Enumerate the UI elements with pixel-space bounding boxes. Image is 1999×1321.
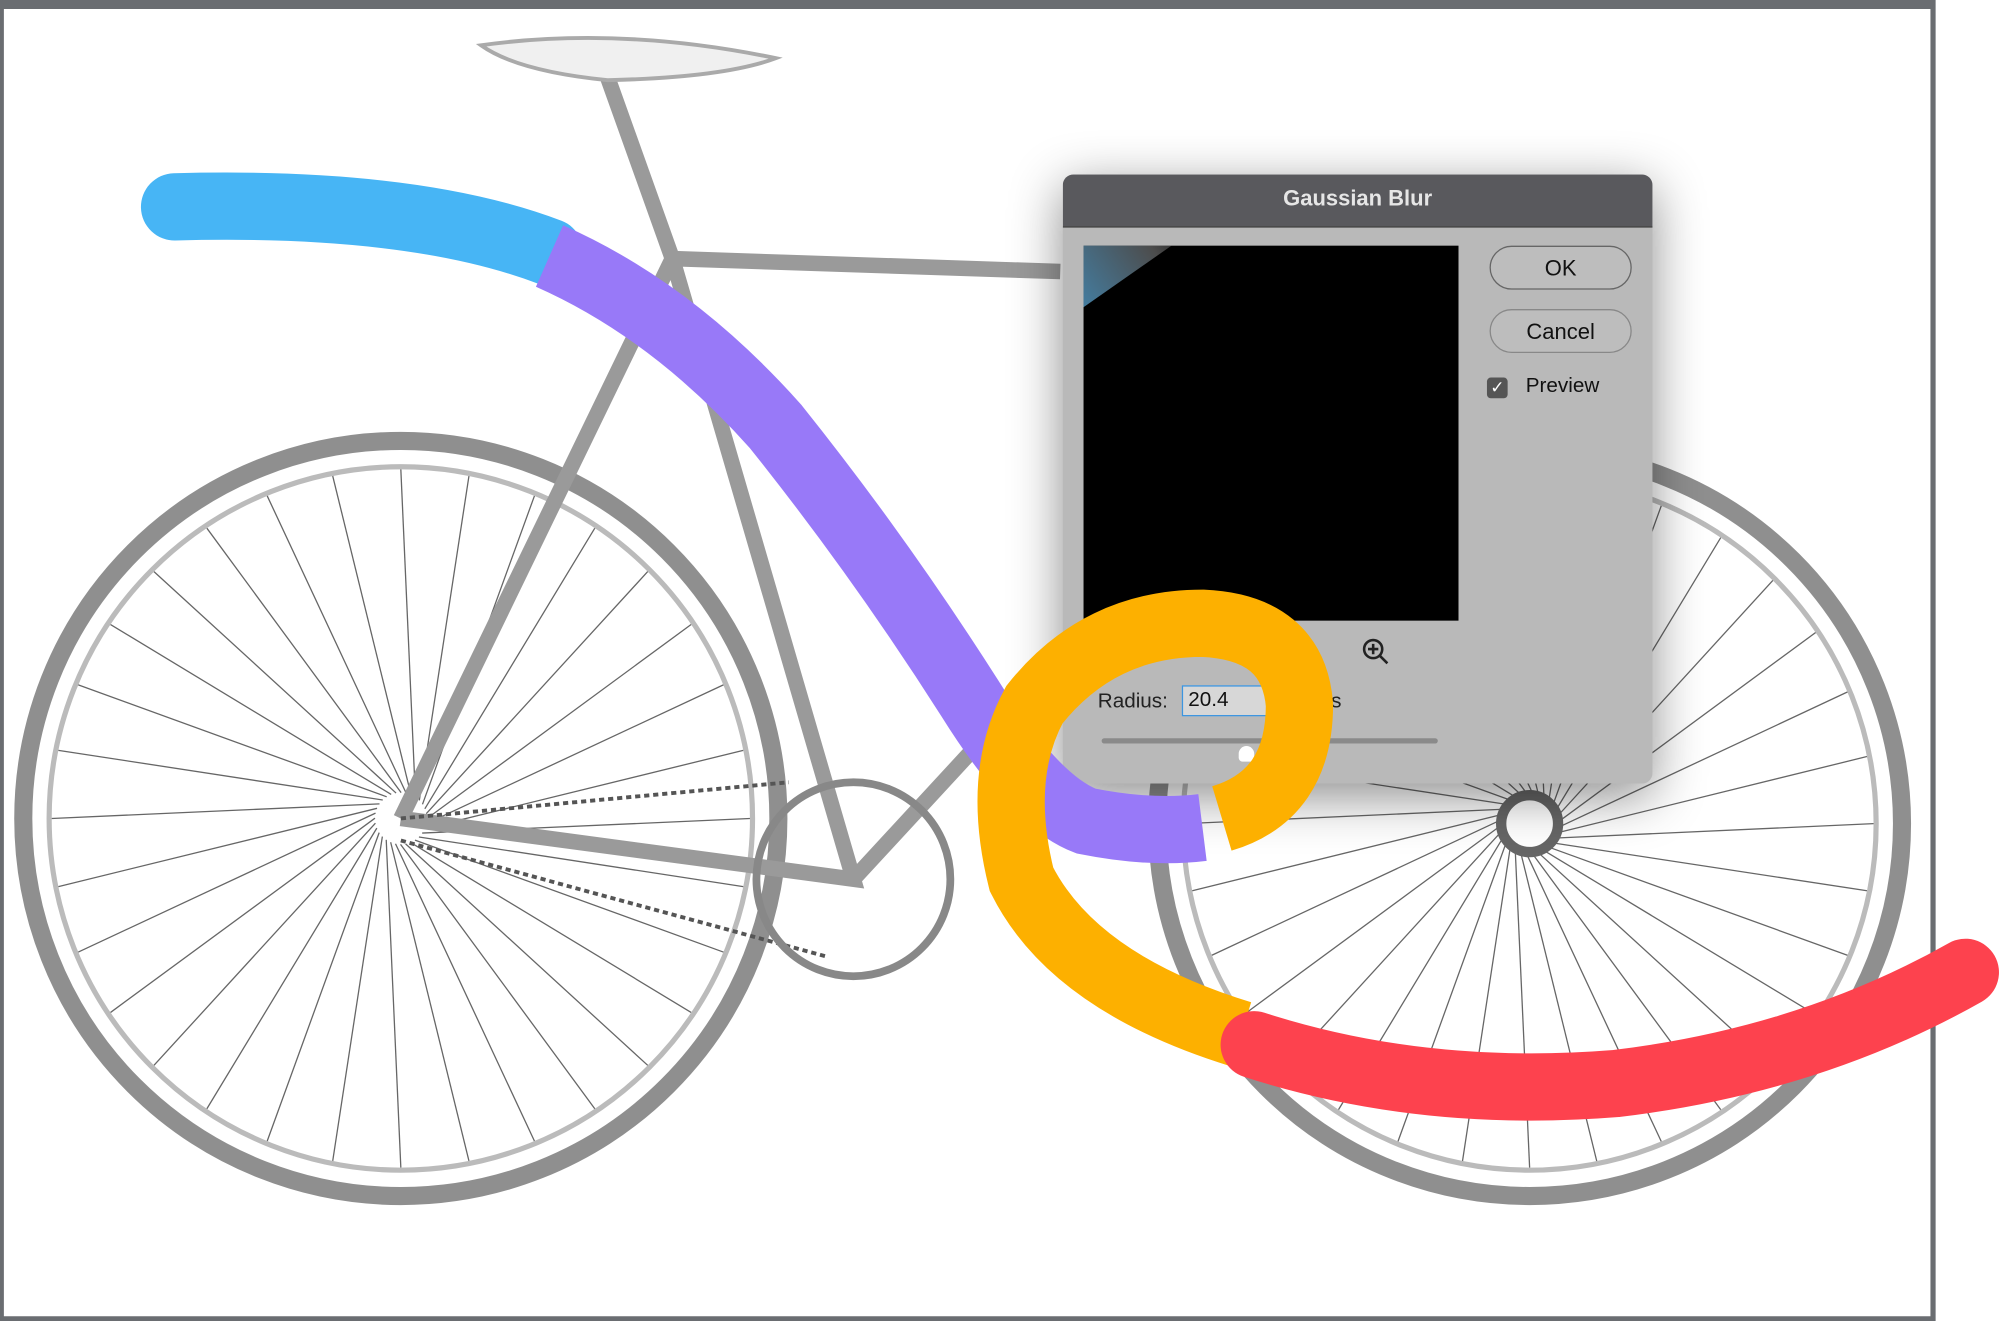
dialog-title[interactable]: Gaussian Blur: [1062, 174, 1653, 228]
spoke: [58, 807, 378, 888]
spoke: [405, 843, 649, 1066]
radius-slider-thumb[interactable]: [1238, 746, 1255, 762]
purple-stroke: [535, 225, 1207, 864]
radius-label: Radius:: [1097, 690, 1168, 713]
spoke: [153, 822, 376, 1066]
spoke: [400, 843, 596, 1110]
zoom-in-icon[interactable]: [1360, 636, 1391, 667]
spoke: [1285, 827, 1505, 1068]
spoke: [332, 475, 412, 795]
spoke: [1243, 822, 1505, 1016]
cancel-button[interactable]: Cancel: [1489, 309, 1632, 353]
spoke: [394, 843, 536, 1142]
spoke: [78, 812, 376, 953]
spoke: [425, 571, 649, 815]
spoke: [110, 623, 392, 796]
spoke: [426, 623, 692, 820]
spoke: [1192, 812, 1506, 892]
spoke: [385, 839, 402, 1168]
spoke: [424, 749, 744, 830]
spoke: [206, 827, 378, 1110]
spoke: [1550, 822, 1874, 839]
spoke: [266, 832, 380, 1142]
ok-button[interactable]: OK: [1489, 245, 1632, 290]
spoke: [410, 841, 692, 1013]
spoke: [1547, 841, 1868, 892]
orange-stroke: [977, 589, 1334, 1067]
spoke: [418, 836, 744, 888]
spoke: [1538, 847, 1816, 1016]
chainring: [752, 778, 955, 981]
spoke: [1543, 844, 1848, 956]
preview-area[interactable]: [1083, 245, 1459, 621]
spoke: [51, 803, 380, 820]
red-stroke: [1220, 938, 1999, 1121]
spoke: [390, 842, 470, 1162]
preview-checkbox[interactable]: ✓: [1486, 377, 1508, 399]
gaussian-blur-dialog: Gaussian Blur OK Cancel ✓ Preview Radius…: [1062, 174, 1653, 784]
spoke: [1211, 817, 1505, 956]
spoke: [266, 495, 407, 794]
spoke: [153, 571, 397, 794]
spoke: [1555, 632, 1816, 825]
blue-stroke: [140, 172, 584, 286]
saddle: [475, 36, 783, 83]
spoke: [332, 836, 383, 1161]
preview-label: Preview: [1525, 374, 1600, 397]
spoke: [206, 527, 402, 793]
rear-rim: [46, 464, 756, 1173]
spoke: [400, 469, 417, 798]
spoke: [1554, 691, 1848, 830]
spoke: [58, 749, 383, 801]
spoke: [424, 527, 596, 810]
spoke: [110, 817, 376, 1013]
spoke: [78, 684, 387, 798]
spoke: [425, 684, 724, 825]
bike-frame: [393, 74, 1170, 889]
chain: [400, 780, 829, 959]
spoke: [1553, 755, 1868, 835]
